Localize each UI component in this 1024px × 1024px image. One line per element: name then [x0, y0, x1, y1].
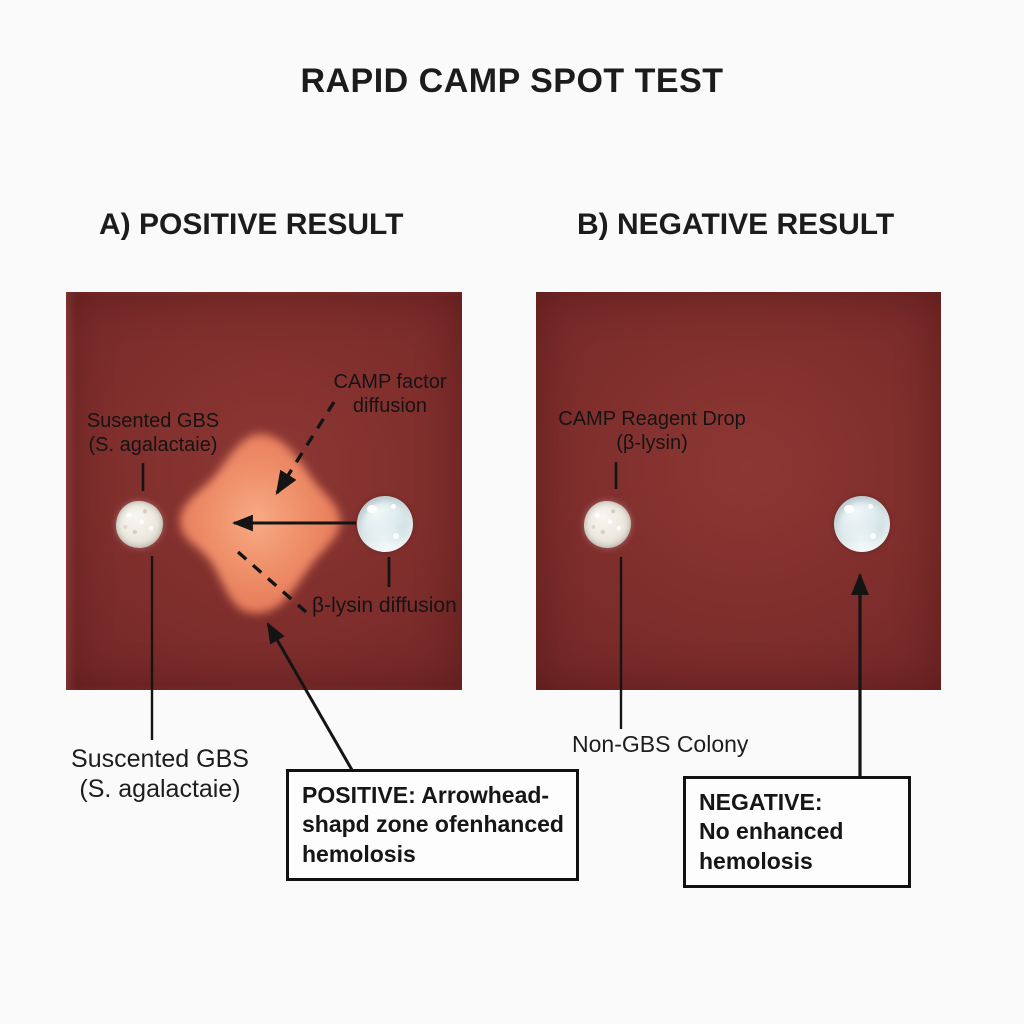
camp-factor-label-line1: CAMP factor	[333, 371, 447, 393]
negative-result-box: NEGATIVE: No enhanced hemolosis	[683, 776, 911, 889]
beta-lysin-diffusion-label: β-lysin diffusion	[312, 594, 457, 617]
droplet-highlight	[870, 533, 876, 539]
camp-factor-diffusion-label: CAMP factor diffusion	[312, 371, 468, 418]
negative-agar-plate	[536, 292, 941, 690]
droplet-highlight	[393, 533, 399, 539]
camp-reagent-drop-label: CAMP Reagent Drop (β-lysin)	[552, 408, 752, 455]
negative-box-title: NEGATIVE:	[699, 789, 823, 815]
positive-result-heading: A) POSITIVE RESULT	[99, 208, 404, 241]
negative-result-heading: B) NEGATIVE RESULT	[577, 208, 895, 241]
suspected-gbs-label-line2: (S. agalactaie)	[79, 775, 241, 803]
camp-reagent-label-line2: (β-lysin)	[616, 431, 688, 454]
non-gbs-colony-label: Non-GBS Colony	[572, 731, 749, 757]
camp-reagent-label-line1: CAMP Reagent Drop	[558, 408, 746, 430]
suspected-gbs-label: Suscented GBS (S. agalactaie)	[40, 744, 280, 804]
droplet-highlight	[367, 505, 377, 513]
positive-box-title: POSITIVE:	[302, 782, 416, 808]
gbs-colony-label-line1: Susented GBS	[86, 410, 220, 432]
non-gbs-colony	[584, 501, 631, 548]
gbs-colony	[116, 501, 163, 548]
gbs-colony-label-line2: (S. agalactaie)	[88, 433, 218, 456]
gbs-colony-label: Susented GBS (S. agalactaie)	[70, 410, 236, 457]
positive-box-line1: POSITIVE: Arrowhead-	[302, 781, 563, 810]
droplet-highlight	[868, 504, 873, 509]
reagent-drop-icon	[357, 496, 413, 552]
droplet-highlight	[391, 504, 396, 509]
droplet-highlight	[844, 505, 854, 513]
negative-box-line2: No enhanced	[699, 818, 844, 845]
positive-result-box: POSITIVE: Arrowhead- shapd zone ofenhanc…	[286, 769, 579, 882]
positive-box-title-rest: Arrowhead-	[415, 782, 550, 808]
suspected-gbs-label-line1: Suscented GBS	[71, 745, 249, 773]
positive-box-line2: shapd zone ofenhanced	[302, 811, 564, 838]
positive-box-line3: hemolosis	[302, 840, 416, 867]
camp-factor-label-line2: diffusion	[352, 394, 428, 417]
page-title: RAPID CAMP SPOT TEST	[300, 62, 724, 100]
reagent-drop-icon	[834, 496, 890, 552]
negative-box-line3: hemolosis	[699, 847, 813, 874]
